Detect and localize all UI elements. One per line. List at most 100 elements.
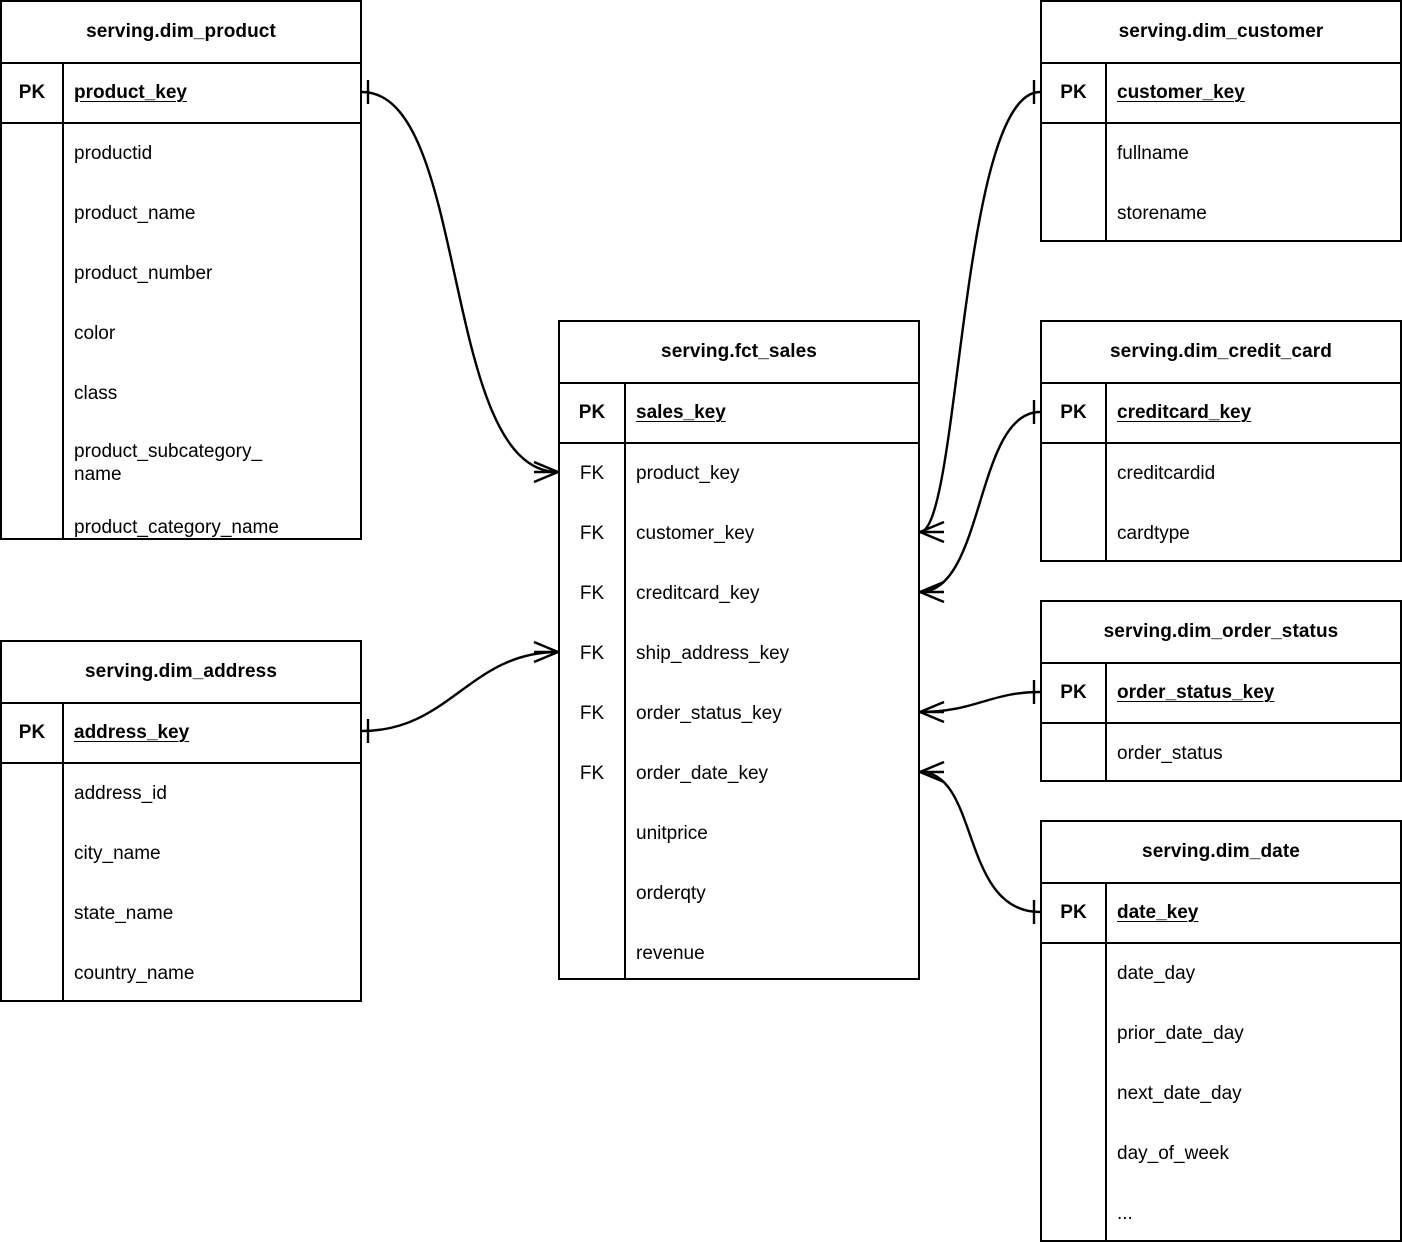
fk-badge: FK bbox=[579, 523, 605, 544]
field-name-city-name: city_name bbox=[74, 843, 161, 865]
field-row-productid[interactable]: productid bbox=[2, 124, 360, 184]
field-name-order-status: order_status bbox=[1117, 743, 1223, 765]
relationship-product-to-sales bbox=[361, 80, 559, 484]
field-row-fk-product-key[interactable]: FK product_key bbox=[560, 444, 918, 504]
key-column-divider bbox=[1105, 884, 1107, 1240]
fk-badge: FK bbox=[579, 643, 605, 664]
relationship-address-to-sales bbox=[361, 640, 559, 743]
field-row-sales-key[interactable]: PK sales_key bbox=[560, 384, 918, 444]
field-name-date-key: date_key bbox=[1117, 902, 1199, 924]
field-row-prior-date-day[interactable]: prior_date_day bbox=[1042, 1004, 1400, 1064]
field-row-creditcardid[interactable]: creditcardid bbox=[1042, 444, 1400, 504]
field-row-date-day[interactable]: date_day bbox=[1042, 944, 1400, 1004]
key-column-divider bbox=[1105, 384, 1107, 560]
field-row-day-of-week[interactable]: day_of_week bbox=[1042, 1124, 1400, 1184]
field-name-creditcard-key: creditcard_key bbox=[636, 583, 760, 605]
entity-body-dim-product: PK product_key productid product_name pr… bbox=[2, 64, 360, 538]
entity-title-dim-date: serving.dim_date bbox=[1042, 822, 1400, 884]
field-row-class[interactable]: class bbox=[2, 364, 360, 424]
field-row-fullname[interactable]: fullname bbox=[1042, 124, 1400, 184]
crow-foot-sales-creditcard bbox=[919, 580, 945, 604]
entity-title-dim-customer: serving.dim_customer bbox=[1042, 2, 1400, 64]
field-row-order-status[interactable]: order_status bbox=[1042, 724, 1400, 784]
key-column-divider bbox=[62, 704, 64, 1000]
field-name-product-key: product_key bbox=[74, 82, 187, 104]
field-name-order-status-key: order_status_key bbox=[1117, 682, 1275, 704]
crow-foot-sales-order-date bbox=[919, 760, 945, 784]
field-name-product-key: product_key bbox=[636, 463, 740, 485]
field-row-city-name[interactable]: city_name bbox=[2, 824, 360, 884]
field-row-address-id[interactable]: address_id bbox=[2, 764, 360, 824]
field-name-customer-key: customer_key bbox=[1117, 82, 1245, 104]
field-row-fk-customer-key[interactable]: FK customer_key bbox=[560, 504, 918, 564]
pk-badge: PK bbox=[18, 82, 46, 103]
field-row-next-date-day[interactable]: next_date_day bbox=[1042, 1064, 1400, 1124]
crow-foot-sales-order-status bbox=[919, 700, 945, 724]
field-row-address-key[interactable]: PK address_key bbox=[2, 704, 360, 764]
entity-dim-order-status[interactable]: serving.dim_order_status PK order_status… bbox=[1040, 600, 1402, 782]
entity-title-fct-sales: serving.fct_sales bbox=[560, 322, 918, 384]
field-name-creditcard-key: creditcard_key bbox=[1117, 402, 1252, 424]
crow-foot-sales-ship-address bbox=[533, 640, 559, 664]
field-name-date-day: date_day bbox=[1117, 963, 1196, 985]
field-row-unitprice[interactable]: unitprice bbox=[560, 804, 918, 864]
field-name-product-category-name: product_category_name bbox=[74, 517, 279, 539]
field-name-ellipsis: ... bbox=[1117, 1203, 1133, 1225]
entity-fct-sales[interactable]: serving.fct_sales PK sales_key FK produc… bbox=[558, 320, 920, 980]
field-row-fk-ship-address-key[interactable]: FK ship_address_key bbox=[560, 624, 918, 684]
relationship-customer-to-sales bbox=[919, 80, 1041, 544]
field-row-date-key[interactable]: PK date_key bbox=[1042, 884, 1400, 944]
field-row-product-category-name[interactable]: product_category_name bbox=[2, 502, 360, 554]
entity-body-fct-sales: PK sales_key FK product_key FK customer_… bbox=[560, 384, 918, 978]
entity-dim-product[interactable]: serving.dim_product PK product_key produ… bbox=[0, 0, 362, 540]
field-name-product-number: product_number bbox=[74, 263, 213, 285]
relationship-creditcard-to-sales bbox=[919, 400, 1041, 604]
entity-body-dim-credit-card: PK creditcard_key creditcardid cardtype bbox=[1042, 384, 1400, 560]
field-row-cardtype[interactable]: cardtype bbox=[1042, 504, 1400, 564]
field-row-revenue[interactable]: revenue bbox=[560, 924, 918, 984]
field-row-product-subcategory-name[interactable]: product_subcategory_ name bbox=[2, 424, 360, 502]
field-name-order-status-key: order_status_key bbox=[636, 703, 782, 725]
entity-dim-date[interactable]: serving.dim_date PK date_key date_day pr… bbox=[1040, 820, 1402, 1242]
fk-badge: FK bbox=[579, 703, 605, 724]
entity-body-dim-order-status: PK order_status_key order_status bbox=[1042, 664, 1400, 780]
field-row-product-number[interactable]: product_number bbox=[2, 244, 360, 304]
fk-badge: FK bbox=[579, 463, 605, 484]
field-row-customer-key[interactable]: PK customer_key bbox=[1042, 64, 1400, 124]
key-column-divider bbox=[1105, 64, 1107, 240]
pk-badge: PK bbox=[1060, 82, 1087, 103]
fk-badge: FK bbox=[579, 763, 605, 784]
entity-title-dim-order-status: serving.dim_order_status bbox=[1042, 602, 1400, 664]
field-name-storename: storename bbox=[1117, 203, 1207, 225]
field-row-storename[interactable]: storename bbox=[1042, 184, 1400, 244]
field-row-product-key[interactable]: PK product_key bbox=[2, 64, 360, 124]
field-name-state-name: state_name bbox=[74, 903, 174, 925]
field-row-country-name[interactable]: country_name bbox=[2, 944, 360, 1004]
pk-badge: PK bbox=[18, 722, 46, 743]
field-row-fk-order-status-key[interactable]: FK order_status_key bbox=[560, 684, 918, 744]
field-name-sales-key: sales_key bbox=[636, 402, 726, 424]
field-name-product-subcategory-name: product_subcategory_ name bbox=[74, 440, 263, 485]
field-row-orderqty[interactable]: orderqty bbox=[560, 864, 918, 924]
field-name-prior-date-day: prior_date_day bbox=[1117, 1023, 1244, 1045]
field-row-fk-creditcard-key[interactable]: FK creditcard_key bbox=[560, 564, 918, 624]
pk-badge: PK bbox=[1060, 682, 1087, 703]
field-row-creditcard-key[interactable]: PK creditcard_key bbox=[1042, 384, 1400, 444]
pk-badge: PK bbox=[578, 402, 606, 423]
field-name-next-date-day: next_date_day bbox=[1117, 1083, 1242, 1105]
entity-dim-customer[interactable]: serving.dim_customer PK customer_key ful… bbox=[1040, 0, 1402, 242]
field-name-fullname: fullname bbox=[1117, 143, 1189, 165]
field-name-address-id: address_id bbox=[74, 783, 167, 805]
relationship-order-status-to-sales bbox=[919, 680, 1041, 724]
entity-dim-address[interactable]: serving.dim_address PK address_key addre… bbox=[0, 640, 362, 1002]
field-name-class: class bbox=[74, 383, 118, 405]
field-row-order-status-key[interactable]: PK order_status_key bbox=[1042, 664, 1400, 724]
field-name-creditcardid: creditcardid bbox=[1117, 463, 1216, 485]
entity-dim-credit-card[interactable]: serving.dim_credit_card PK creditcard_ke… bbox=[1040, 320, 1402, 562]
field-row-product-name[interactable]: product_name bbox=[2, 184, 360, 244]
field-row-color[interactable]: color bbox=[2, 304, 360, 364]
field-row-state-name[interactable]: state_name bbox=[2, 884, 360, 944]
field-row-fk-order-date-key[interactable]: FK order_date_key bbox=[560, 744, 918, 804]
field-name-orderqty: orderqty bbox=[636, 883, 706, 905]
entity-body-dim-date: PK date_key date_day prior_date_day next… bbox=[1042, 884, 1400, 1240]
